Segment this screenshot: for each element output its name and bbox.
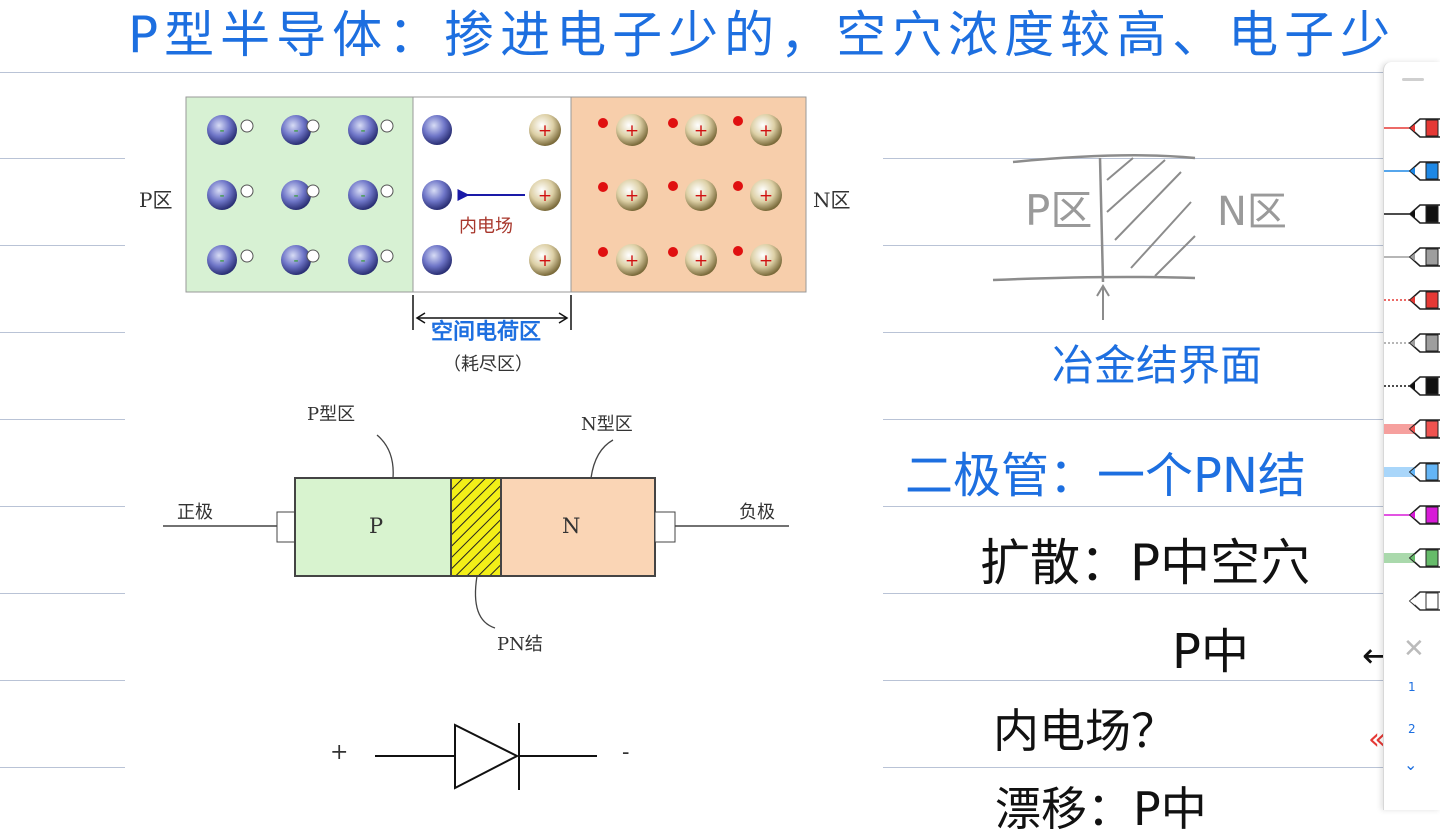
drift-line: 漂移：P中 bbox=[995, 782, 1207, 836]
diode-symbol bbox=[375, 723, 597, 790]
n-region-label: N区 bbox=[813, 188, 851, 212]
n-letter: N bbox=[562, 514, 581, 538]
diode-heading: 二极管：一个PN结 bbox=[905, 448, 1306, 504]
red-highlighter-button[interactable] bbox=[1384, 407, 1440, 450]
black-dotted-pen-icon bbox=[1384, 376, 1440, 396]
depletion-label: （耗尽区） bbox=[443, 354, 533, 375]
symbol-minus: - bbox=[622, 740, 630, 765]
blue-highlighter-button[interactable] bbox=[1384, 450, 1440, 493]
space-charge-label: 空间电荷区 bbox=[431, 320, 542, 345]
inner-field-question: 内电场？ bbox=[993, 704, 1177, 758]
close-icon[interactable]: ✕ bbox=[1403, 634, 1425, 664]
sketch-caption: 冶金结界面 bbox=[1052, 341, 1263, 390]
p-region-label: P区 bbox=[139, 188, 173, 212]
gray-dotted-pen-button[interactable] bbox=[1384, 321, 1440, 364]
svg-text:-: - bbox=[360, 123, 365, 139]
junction-diagram: - - - - - - - - - bbox=[185, 96, 807, 330]
svg-text:-: - bbox=[360, 188, 365, 204]
sketch-n-label: N区 bbox=[1217, 189, 1287, 235]
symbol-plus: + bbox=[330, 740, 349, 765]
sketch-p-label: P区 bbox=[1025, 186, 1093, 235]
svg-text:+: + bbox=[625, 186, 639, 206]
p-zhong-text: P中 bbox=[1172, 624, 1249, 680]
toolbar-drag-handle[interactable] bbox=[1402, 78, 1424, 81]
svg-text:-: - bbox=[293, 188, 298, 204]
p-type-label: P型区 bbox=[307, 404, 356, 425]
svg-text:+: + bbox=[538, 121, 552, 141]
diode-body-diagram bbox=[163, 434, 789, 629]
red-pen-button[interactable] bbox=[1384, 106, 1440, 149]
svg-text:+: + bbox=[759, 251, 773, 271]
gray-dotted-pen-icon bbox=[1384, 333, 1440, 353]
svg-text:-: - bbox=[293, 253, 298, 269]
n-type-label: N型区 bbox=[581, 414, 633, 435]
svg-text:+: + bbox=[694, 121, 708, 141]
svg-text:-: - bbox=[360, 253, 365, 269]
handwritten-title: P型半导体：掺进电子少的，空穴浓度较高、电子少 bbox=[128, 10, 1396, 60]
title-text: P型半导体：掺进电子少的，空穴浓度较高、电子少 bbox=[128, 6, 1397, 64]
svg-text:+: + bbox=[694, 251, 708, 271]
diffusion-line: 扩散：P中空穴 bbox=[980, 534, 1311, 592]
magenta-pen-icon bbox=[1384, 505, 1440, 525]
n-region-donors: + + + + + + + + + bbox=[598, 114, 782, 276]
svg-text:+: + bbox=[759, 121, 773, 141]
green-highlighter-icon bbox=[1384, 548, 1440, 568]
pn-sketch-drawing bbox=[992, 153, 1196, 320]
chevron-down-icon[interactable]: ⌄ bbox=[1404, 755, 1418, 774]
anode-label: 正极 bbox=[177, 502, 213, 523]
white-pen-button[interactable] bbox=[1384, 579, 1440, 622]
blue-highlighter-icon bbox=[1384, 462, 1440, 482]
svg-text:+: + bbox=[538, 251, 552, 271]
blue-pen-icon bbox=[1384, 161, 1440, 181]
page-current: 1 bbox=[1408, 680, 1416, 694]
depletion-width-marker bbox=[412, 295, 572, 330]
white-pen-icon bbox=[1384, 591, 1440, 611]
red-pen-icon bbox=[1384, 118, 1440, 138]
red-double-arrow-mark: « bbox=[1368, 722, 1387, 757]
svg-text:-: - bbox=[293, 123, 298, 139]
pn-figure-svg: - - - - - - - - - bbox=[163, 96, 807, 790]
svg-text:-: - bbox=[219, 188, 224, 204]
red-dotted-pen-icon bbox=[1384, 290, 1440, 310]
pen-toolbar: ✕ 1 2 ⌄ bbox=[1383, 62, 1440, 810]
black-pen-button[interactable] bbox=[1384, 192, 1440, 235]
svg-text:+: + bbox=[694, 186, 708, 206]
p-region-acceptors: - - - - - - - - - bbox=[207, 115, 394, 275]
magenta-pen-button[interactable] bbox=[1384, 493, 1440, 536]
pn-junction-label: PN结 bbox=[497, 634, 543, 655]
red-dotted-pen-button[interactable] bbox=[1384, 278, 1440, 321]
p-letter: P bbox=[369, 514, 384, 538]
gray-pen-button[interactable] bbox=[1384, 235, 1440, 278]
pn-sketch: P区 N区 bbox=[985, 150, 1315, 350]
svg-text:+: + bbox=[625, 251, 639, 271]
black-dotted-pen-button[interactable] bbox=[1384, 364, 1440, 407]
svg-text:+: + bbox=[625, 121, 639, 141]
blue-pen-button[interactable] bbox=[1384, 149, 1440, 192]
inner-field-label: 内电场 bbox=[459, 216, 513, 237]
depletion-ions: + + + bbox=[422, 114, 561, 276]
rule-line bbox=[0, 72, 1440, 73]
gray-pen-icon bbox=[1384, 247, 1440, 267]
cathode-label: 负极 bbox=[739, 502, 775, 523]
svg-text:+: + bbox=[538, 186, 552, 206]
red-highlighter-icon bbox=[1384, 419, 1440, 439]
black-pen-icon bbox=[1384, 204, 1440, 224]
svg-text:+: + bbox=[759, 186, 773, 206]
svg-text:-: - bbox=[219, 253, 224, 269]
page-total: 2 bbox=[1408, 722, 1416, 736]
green-highlighter-button[interactable] bbox=[1384, 536, 1440, 579]
pn-junction-figure: - - - - - - - - - bbox=[125, 80, 883, 810]
svg-text:-: - bbox=[219, 123, 224, 139]
